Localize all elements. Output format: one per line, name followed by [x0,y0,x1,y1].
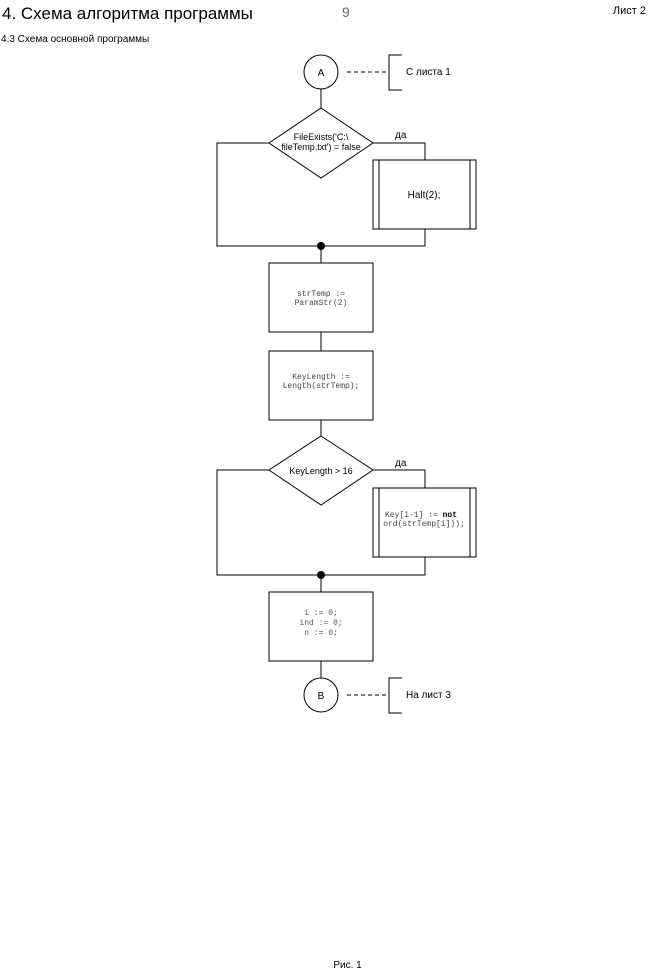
subprocess-1-box [372,159,477,230]
process-3-text-line2: ind := 0; [299,619,342,628]
decision-2-text: KeyLength > 16 [289,466,352,476]
merge-dot-2 [317,571,325,579]
decision-1-yes-label: да [395,130,407,141]
start-connector-label: A [318,68,325,79]
subprocess-2-code: Key[i-1] := [385,511,443,520]
yes-branch-return-2 [321,557,426,576]
end-connector-circle [303,677,339,713]
page-number: 9 [342,4,350,20]
process-1-text-line1: strTemp := [297,290,345,299]
subprocess-2-keyword: not [443,511,458,520]
decision-1-text-line1: FileExists('C:\ [294,132,349,142]
process-3-text-line3: n := 0; [304,629,338,638]
start-comment-text: С листа 1 [406,67,451,78]
process-3-text-line1: i := 0; [304,609,338,618]
process-2-box [268,350,374,421]
process-2-text-line2: Length(strTemp); [283,382,360,391]
merge-dot-1 [317,242,325,250]
decision-1-text-line2: fileTemp.txt') = false [281,142,361,152]
start-comment-bracket [388,54,402,91]
process-1-box [268,262,374,333]
process-2-text-line1: KeyLength := [292,373,350,382]
end-comment-bracket [388,677,402,714]
section-title: 4.3 Схема основной программы [1,34,150,45]
end-connector-label: B [318,691,325,702]
subprocess-2-text-line1: Key[i-1] := not [385,511,457,520]
decision-2-diamond [268,435,374,506]
subprocess-1-text: Halt(2); [408,190,441,201]
sheet-title: 4. Схема алгоритма программы [2,4,253,23]
yes-branch-line-2 [373,469,426,488]
end-comment-text: На лист 3 [406,690,451,701]
subprocess-2-box [372,487,477,558]
no-branch-line-2 [216,469,321,576]
figure-caption: Рис. 1 [333,960,362,971]
subprocess-2-text-line2: ord(strTemp[i])); [383,520,465,529]
decision-1-diamond [268,107,374,179]
sheet-label: Лист 2 [612,5,646,17]
decision-2-yes-label: да [395,458,407,469]
process-1-text-line2: ParamStr(2) [295,299,348,308]
yes-branch-line-1 [373,142,426,160]
yes-branch-return-1 [321,229,426,247]
process-3-box [268,591,374,662]
no-branch-line-1 [216,142,321,247]
